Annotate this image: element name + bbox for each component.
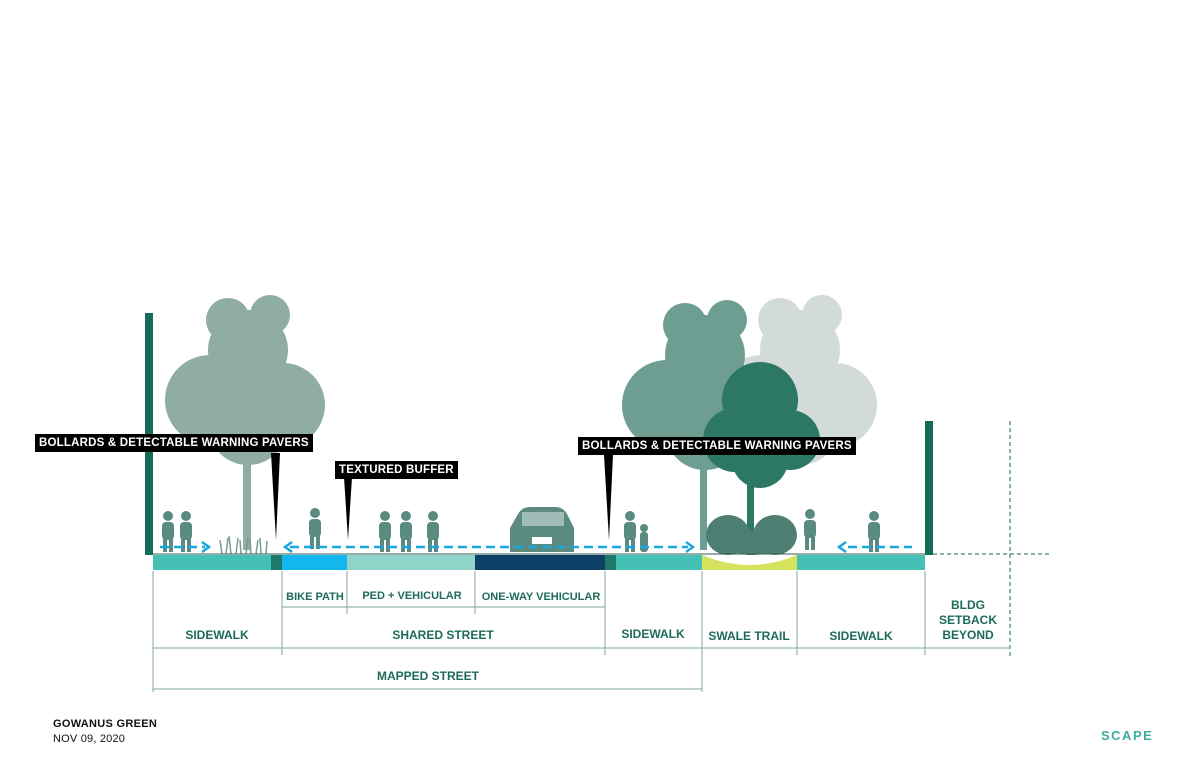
bldg-setback-label-line3: BEYOND (942, 628, 994, 642)
arrowhead-right-icon (201, 540, 212, 554)
bollard-paver-right (605, 555, 616, 570)
sidewalk-left-band (153, 555, 271, 570)
scape-logo: SCAPE (1101, 728, 1154, 743)
sidewalk-right-band (797, 555, 925, 570)
bldg-setback-label-line1: BLDG (951, 598, 985, 612)
callout-bollards-left: BOLLARDS & DETECTABLE WARNING PAVERS (35, 434, 313, 452)
ped-vehicular-label: PED + VEHICULAR (362, 590, 461, 602)
bike-path-band (282, 555, 347, 570)
callout-bollards-right: BOLLARDS & DETECTABLE WARNING PAVERS (578, 437, 856, 455)
bike-path-label: BIKE PATH (286, 591, 344, 603)
person-icon (309, 508, 321, 549)
sidewalk-left-label: SIDEWALK (185, 628, 249, 642)
sidewalk-mid-label: SIDEWALK (621, 627, 685, 641)
project-title: GOWANUS GREEN (53, 718, 158, 730)
arrowhead-right-icon (685, 540, 696, 554)
person-icon (804, 509, 816, 550)
left-grasses (219, 535, 268, 555)
mapped-street-label: MAPPED STREET (377, 669, 480, 683)
ped-vehicular-band (347, 555, 475, 570)
swale-plantings (706, 515, 797, 555)
swale-trail-label: SWALE TRAIL (708, 629, 789, 643)
sidewalk-mid-band (616, 555, 702, 570)
shared-street-label: SHARED STREET (392, 628, 494, 642)
right-building-wall (925, 421, 933, 555)
car-icon (510, 507, 574, 552)
callout-pointer-buffer (344, 477, 352, 540)
dimension-lines (152, 571, 1010, 692)
bldg-setback-label-line2: SETBACK (939, 613, 997, 627)
callout-pointer-left (271, 453, 280, 540)
arrowhead-left-icon (836, 540, 847, 554)
bollard-paver-left (271, 555, 282, 570)
left-tree (165, 295, 325, 550)
project-date: NOV 09, 2020 (53, 733, 126, 745)
one-way-vehicular-band (475, 555, 605, 570)
right-tree-canopy (622, 300, 782, 550)
callout-textured-buffer: TEXTURED BUFFER (335, 461, 458, 479)
swale-trail-band (702, 555, 797, 570)
arrowhead-left-icon (282, 540, 293, 554)
callout-pointer-right (604, 455, 613, 540)
sidewalk-right-label: SIDEWALK (829, 629, 893, 643)
one-way-vehicular-label: ONE-WAY VEHICULAR (482, 591, 601, 603)
